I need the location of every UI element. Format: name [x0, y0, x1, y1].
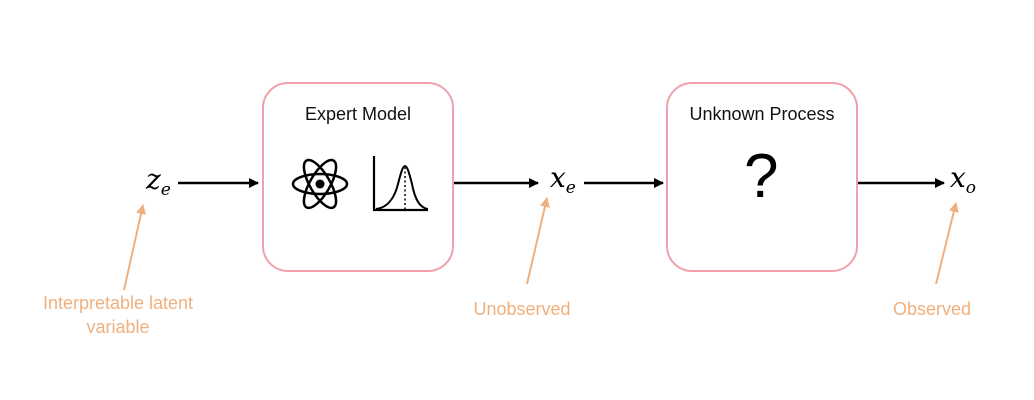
annotation-latent-line1: Interpretable latent [42, 293, 194, 313]
unknown-process-title: Unknown Process [689, 104, 835, 124]
annotation-latent: Interpretable latent variable [28, 291, 208, 339]
latent-variable-ze: ze [146, 166, 171, 199]
unknown-process-box: Unknown Process ? [666, 82, 858, 272]
atom-icon [290, 152, 350, 221]
var-base: z [146, 163, 161, 196]
annotation-observed: Observed [892, 299, 972, 319]
annotation-pointer-latent [123, 204, 146, 291]
expert-output-xe: xe [550, 164, 576, 197]
question-mark-icon: ? [744, 142, 779, 211]
observed-output-xo: xo [950, 164, 976, 197]
annotation-unobserved: Unobserved [473, 299, 571, 319]
expert-model-box: Expert Model [262, 82, 454, 272]
var-sub: e [160, 180, 171, 200]
expert-model-title: Expert Model [304, 104, 412, 124]
distribution-curve-icon [370, 154, 430, 219]
var-sub: e [565, 178, 576, 198]
var-sub: o [965, 178, 977, 198]
var-base: x [550, 161, 566, 194]
var-base: x [950, 161, 966, 194]
annotation-pointer-unobserved [526, 197, 550, 285]
annotation-pointer-observed [935, 202, 959, 285]
annotation-latent-line2: variable [86, 317, 150, 337]
